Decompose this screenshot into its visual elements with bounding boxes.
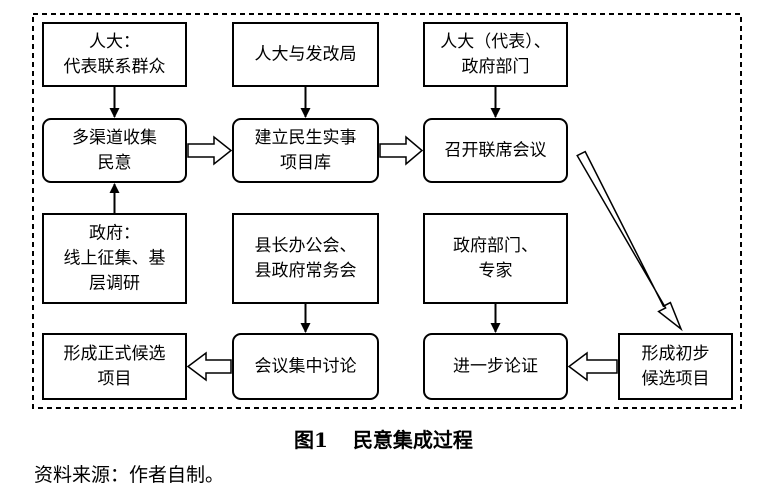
box-joint-meeting (423, 118, 568, 183)
box-npc-gov-dept (423, 22, 568, 87)
figure-caption: 图1 民意集成过程 (0, 424, 767, 453)
box-collect-opinion (42, 118, 187, 183)
figure-number: 图1 (294, 428, 328, 452)
dashed-outer-frame (32, 13, 742, 409)
label-further-demonstration: 进一步论证 (453, 357, 538, 377)
label-npc-gov-dept: 人大（代表）、政府部门 (440, 32, 551, 77)
label-preliminary-candidates: 形成初步候选项目 (642, 344, 710, 389)
box-gov-experts (423, 213, 568, 304)
label-county-meetings: 县长办公会、县政府常务会 (255, 236, 357, 281)
label-collect-opinion: 多渠道收集民意 (72, 128, 157, 173)
label-joint-meeting: 召开联席会议 (445, 141, 547, 161)
flow-diagram: 人大：代表联系群众 人大与发改局 人大（代表）、政府部门 多渠道收集民意 建立民… (32, 13, 742, 409)
label-gov-experts: 政府部门、专家 (453, 236, 538, 281)
box-preliminary-candidates (618, 333, 733, 400)
label-concentrated-discussion: 会议集中讨论 (255, 357, 357, 377)
label-formal-candidates: 形成正式候选项目 (64, 344, 166, 389)
label-project-library: 建立民生实事项目库 (255, 128, 357, 173)
box-concentrated-discussion (232, 333, 379, 400)
figure-title: 民意集成过程 (352, 428, 473, 452)
box-county-meetings (232, 213, 379, 304)
hollow-arrow-preliminary-to-demonstration (567, 351, 618, 382)
hollow-arrow-collect-to-library (187, 135, 233, 166)
label-gov-online: 政府：线上征集、基层调研 (64, 224, 166, 294)
box-project-library (232, 118, 379, 183)
source-note: 资料来源：作者自制。 (34, 464, 225, 486)
hollow-arrow-discussion-to-formal (186, 351, 232, 382)
label-npc-ndrc: 人大与发改局 (255, 45, 357, 65)
hollow-arrow-library-to-meeting (379, 135, 424, 166)
hollow-arrow-meeting-to-preliminary (576, 150, 683, 332)
label-npc-contact: 人大：代表联系群众 (64, 32, 166, 77)
box-further-demonstration (423, 333, 568, 400)
box-formal-candidates (42, 333, 187, 400)
box-gov-online (42, 213, 187, 304)
